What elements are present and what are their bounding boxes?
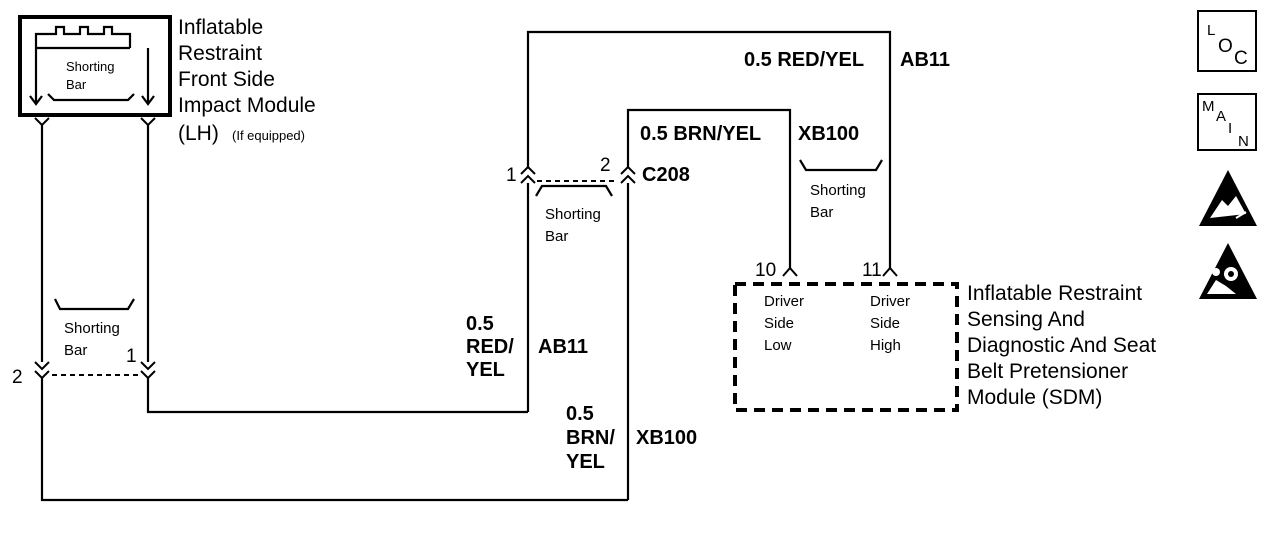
sdm-pin11-chevron — [882, 266, 898, 277]
sdm-shorting-label-1: Shorting — [810, 182, 866, 199]
loc-icon: L O C — [1197, 10, 1257, 72]
lh-impact-module: Shorting Bar Inflatable Restraint Front … — [18, 15, 316, 145]
lh-module-note: (If equipped) — [232, 128, 305, 143]
main-icon-letter-n: N — [1238, 133, 1249, 150]
sdm-name-2: Sensing And — [967, 308, 1085, 331]
brn-yel-wire-lower — [40, 378, 628, 502]
c208-shorting-label-1: Shorting — [545, 206, 601, 223]
lh-harness-connector-right — [140, 117, 156, 127]
sdm-name-3: Diagnostic And Seat — [967, 334, 1156, 357]
sdm-low-label-3: Low — [764, 337, 792, 354]
c208-pin-label-1: 1 — [506, 165, 517, 186]
esd-icon-hand — [1210, 196, 1246, 218]
lh-module-name-2: Restraint — [178, 42, 262, 65]
left-connector-pin2 — [34, 361, 50, 380]
main-icon-letter-m: M — [1202, 98, 1215, 115]
brn-yel-vertical-label-2: BRN/ — [566, 427, 615, 449]
esd-icon-spark — [1231, 207, 1247, 219]
red-yel-vertical-label-1: 0.5 — [466, 313, 494, 335]
c208-shorting-bar — [535, 184, 613, 197]
left-connector-pin-label-2: 2 — [12, 367, 23, 388]
brn-yel-top-label: 0.5 BRN/YEL — [640, 123, 761, 145]
lh-module-name-1: Inflatable — [178, 16, 263, 39]
sdm-pin10-chevron — [782, 266, 798, 277]
left-shorting-bar — [54, 298, 135, 311]
brn-yel-vertical-circuit: XB100 — [636, 427, 697, 449]
brn-yel-wire-upper — [626, 108, 792, 268]
brn-yel-vertical-label-1: 0.5 — [566, 403, 594, 425]
main-icon: M A I N — [1197, 93, 1257, 151]
esd-icon-triangle — [1199, 170, 1257, 226]
lh-module-shorting-label-1: Shorting — [66, 59, 114, 74]
red-yel-wire-lower — [146, 378, 528, 414]
brn-yel-top-circuit: XB100 — [798, 123, 859, 145]
lh-module-shorting-label-2: Bar — [66, 77, 87, 92]
c208-name: C208 — [642, 164, 690, 186]
airbag-icon-head — [1212, 268, 1220, 276]
loc-icon-letter-o: O — [1218, 36, 1233, 57]
sdm-name-5: Module (SDM) — [967, 386, 1102, 409]
airbag-icon-bag-center — [1228, 271, 1234, 277]
lh-module-name-3: Front Side — [178, 68, 275, 91]
c208-connector: 1 2 C208 Shorting Bar — [506, 155, 690, 245]
left-connector-pin1 — [140, 361, 156, 380]
sdm-dashed-box — [733, 282, 959, 412]
sdm-high-label-3: High — [870, 337, 901, 354]
main-icon-box — [1197, 93, 1257, 151]
sdm-low-label-2: Side — [764, 315, 794, 332]
brn-yel-vertical-label-3: YEL — [566, 451, 605, 473]
red-yel-vertical-label-3: YEL — [466, 359, 505, 381]
sdm-high-label-2: Side — [870, 315, 900, 332]
lh-module-name-5: (LH) — [178, 122, 219, 145]
red-yel-top-label: 0.5 RED/YEL — [744, 49, 864, 71]
airbag-icon-person — [1207, 280, 1236, 294]
airbag-warning-icon — [1199, 243, 1257, 299]
sdm-pin11-label: 11 — [862, 260, 882, 281]
sdm-pin10-label: 10 — [755, 260, 776, 281]
sdm-name-1: Inflatable Restraint — [967, 282, 1142, 305]
c208-shorting-label-2: Bar — [545, 228, 568, 245]
lh-module-shorting-bar — [47, 93, 135, 102]
lh-module-name-4: Impact Module — [178, 94, 316, 117]
red-yel-wire-upper — [526, 30, 892, 268]
main-icon-letter-i: I — [1228, 120, 1232, 137]
c208-pin1-chevron — [520, 165, 536, 184]
c208-pin-label-2: 2 — [600, 155, 611, 176]
loc-icon-letter-c: C — [1234, 48, 1248, 69]
red-yel-vertical-label-2: RED/ — [466, 336, 514, 358]
main-icon-letter-a: A — [1216, 108, 1226, 125]
loc-icon-box — [1197, 10, 1257, 72]
sdm-low-label-1: Driver — [764, 293, 804, 310]
red-yel-top-circuit: AB11 — [900, 49, 950, 71]
left-shorting-label-2: Bar — [64, 342, 87, 359]
sdm-name-4: Belt Pretensioner — [967, 360, 1128, 383]
left-connector-pin-label-1: 1 — [126, 346, 137, 367]
lh-module-connector-shape — [34, 25, 132, 48]
sdm-shorting-label-2: Bar — [810, 204, 833, 221]
loc-icon-letter-l: L — [1207, 22, 1215, 39]
sdm-shorting-bar — [799, 159, 883, 172]
sdm-module: 10 11 Driver Side Low Driver Side High I… — [733, 260, 1156, 412]
lh-module-terminal-right — [141, 48, 155, 106]
lh-harness-connector-left — [34, 117, 50, 127]
lh-module-terminal-left — [29, 48, 43, 106]
sdm-high-label-1: Driver — [870, 293, 910, 310]
c208-pin2-chevron — [620, 165, 636, 184]
red-yel-vertical-circuit: AB11 — [538, 336, 588, 358]
left-shorting-label-1: Shorting — [64, 320, 120, 337]
esd-warning-icon — [1199, 170, 1257, 226]
